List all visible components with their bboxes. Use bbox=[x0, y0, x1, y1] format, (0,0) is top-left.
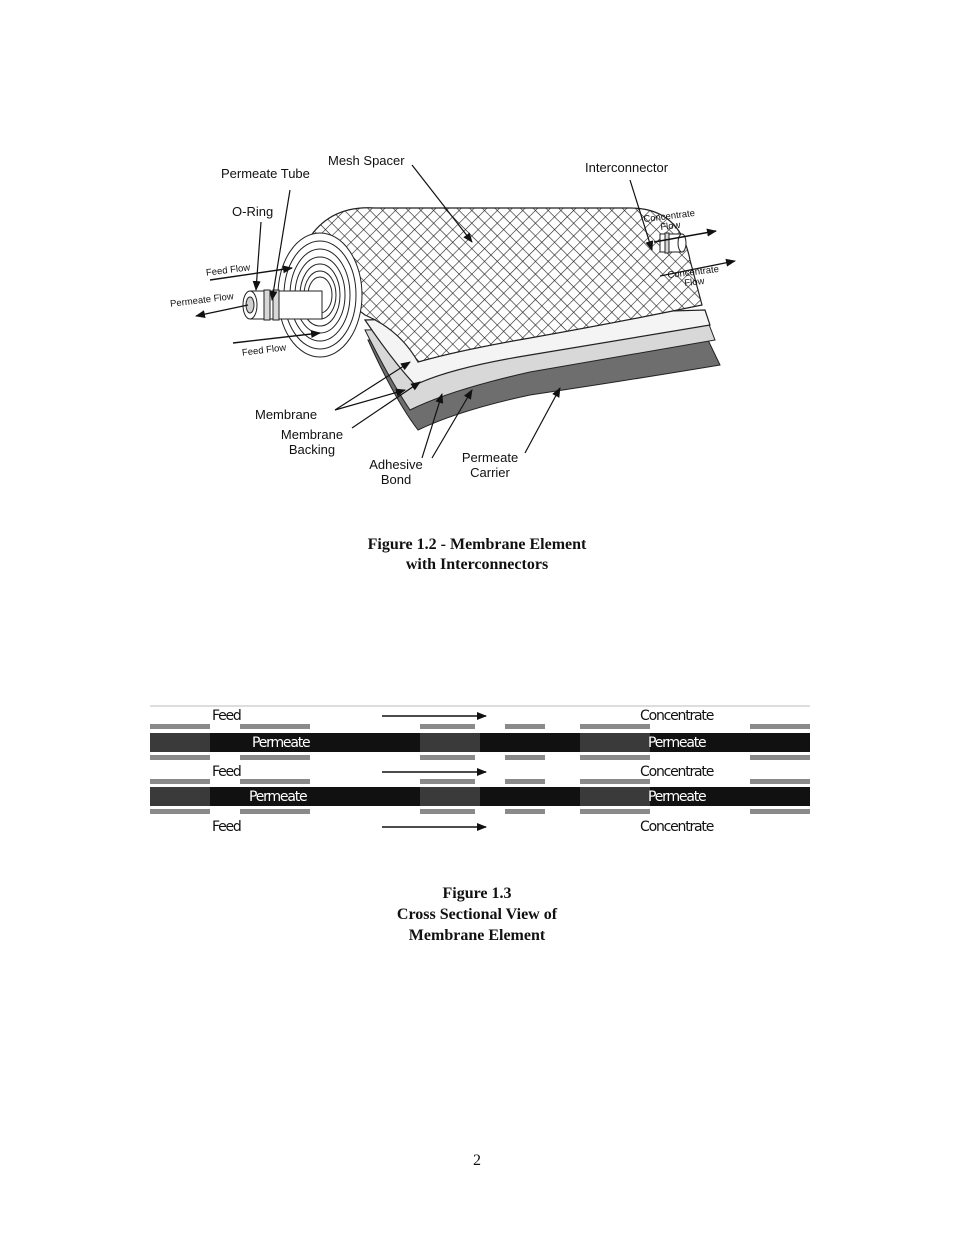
feed-flow-arrow-bottom bbox=[232, 330, 321, 344]
figure-1-3: Feed Concentrate Permeate Permeate Feed … bbox=[150, 704, 810, 836]
concentrate-label-2: Concentrate bbox=[640, 764, 714, 780]
feed-label-2: Feed bbox=[212, 764, 242, 780]
permeate-label-1-left: Permeate bbox=[252, 735, 311, 751]
feed-flow-arrow-top bbox=[209, 265, 293, 281]
page-number: 2 bbox=[473, 1152, 481, 1169]
label-interconnector: Interconnector bbox=[585, 160, 669, 175]
permeate-flow-arrow bbox=[195, 304, 249, 319]
label-membrane: Membrane bbox=[255, 407, 318, 422]
permeate-label-1-right: Permeate bbox=[648, 735, 707, 751]
label-mesh-spacer: Mesh Spacer bbox=[328, 153, 405, 168]
concentrate-flow-arrow-1 bbox=[653, 228, 717, 243]
feed-label-3: Feed bbox=[212, 819, 242, 835]
interconnector-part bbox=[659, 232, 687, 254]
adhesive-bond-line1: Adhesive bbox=[369, 457, 423, 472]
figure-1-3-caption-line2: Cross Sectional View of bbox=[396, 906, 558, 923]
permeate-tube bbox=[242, 289, 323, 321]
figure-1-2-caption-line2: with Interconnectors bbox=[405, 556, 549, 573]
label-permeate-tube: Permeate Tube bbox=[221, 166, 310, 181]
label-adhesive-bond: Adhesive Bond bbox=[364, 457, 428, 487]
membrane-backing-line1: Membrane bbox=[280, 427, 344, 442]
permeate-carrier-line2: Carrier bbox=[470, 465, 510, 480]
permeate-label-2-right: Permeate bbox=[648, 789, 707, 805]
label-o-ring: O-Ring bbox=[232, 204, 274, 219]
feed-label-1: Feed bbox=[212, 708, 242, 724]
cross-section-illustration bbox=[150, 705, 810, 831]
membrane-element-illustration bbox=[195, 164, 736, 459]
permeate-label-2-left: Permeate bbox=[249, 789, 308, 805]
permeate-carrier-line1: Permeate bbox=[461, 450, 519, 465]
concentrate-flow-arrow-2 bbox=[659, 258, 736, 277]
figure-1-2-caption-line1: Figure 1.2 - Membrane Element bbox=[367, 536, 587, 553]
figure-1-2: Permeate Tube Mesh Spacer Interconnector… bbox=[160, 140, 760, 500]
label-membrane-backing: Membrane Backing bbox=[278, 427, 346, 457]
mesh-spacer-sheet bbox=[307, 207, 703, 363]
membrane-backing-line2: Backing bbox=[288, 442, 336, 457]
adhesive-bond-line2: Bond bbox=[380, 472, 412, 487]
label-permeate-carrier: Permeate Carrier bbox=[458, 450, 522, 480]
concentrate-label-1: Concentrate bbox=[640, 708, 714, 724]
figure-1-3-caption-line1: Figure 1.3 bbox=[442, 885, 512, 902]
concentrate-label-3: Concentrate bbox=[640, 819, 714, 835]
figure-1-3-caption-line3: Membrane Element bbox=[408, 927, 546, 944]
